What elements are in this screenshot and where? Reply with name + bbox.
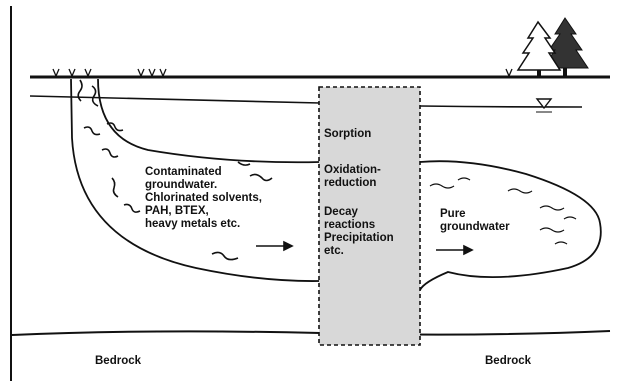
plume-upper-edge <box>97 78 321 164</box>
barrier-process-label-middle: Oxidation- reduction <box>324 164 381 190</box>
bedrock-label-left: Bedrock <box>95 355 142 367</box>
pure-groundwater-label: Pure groundwater <box>440 208 510 234</box>
arrow-head-icon <box>283 240 294 252</box>
grass-tuft-icon <box>52 68 513 78</box>
pure-line: Pure <box>440 208 466 220</box>
pure-line: groundwater <box>440 221 510 233</box>
water-table-triangle-icon <box>535 98 553 110</box>
contaminated-groundwater-label: Contaminated groundwater. Chlorinated so… <box>145 166 262 231</box>
conifer-trees-icon <box>516 17 589 77</box>
arrow-head-icon <box>463 244 474 256</box>
barrier-process-line: Decay <box>324 206 358 218</box>
contaminated-line: heavy metals etc. <box>145 218 241 230</box>
bedrock-label-right: Bedrock <box>485 355 532 367</box>
barrier-process-line: Precipitation <box>324 232 394 244</box>
contaminant-flow-squiggles <box>77 79 273 261</box>
water-table-line <box>29 95 583 108</box>
plume-lower-edge <box>70 78 321 282</box>
barrier-process-line: Sorption <box>324 128 372 140</box>
bedrock-line <box>11 330 611 336</box>
pure-flow-squiggles <box>429 177 577 245</box>
barrier-process-line: reduction <box>324 177 377 189</box>
barrier-process-line: etc. <box>324 245 344 257</box>
contaminated-line: Chlorinated solvents, <box>145 192 262 204</box>
barrier-process-line: reactions <box>324 219 376 231</box>
contaminated-line: Contaminated <box>145 166 222 178</box>
barrier-process-label-bottom: Decay reactions Precipitation etc. <box>324 206 394 258</box>
contaminated-line: PAH, BTEX, <box>145 205 209 217</box>
barrier-process-line: Oxidation- <box>324 164 381 176</box>
reactive-barrier <box>318 86 421 346</box>
barrier-process-label-top: Sorption <box>324 128 371 141</box>
flow-arrows <box>256 240 474 256</box>
pure-plume-outline <box>419 160 602 291</box>
contaminated-line: groundwater. <box>145 179 218 191</box>
